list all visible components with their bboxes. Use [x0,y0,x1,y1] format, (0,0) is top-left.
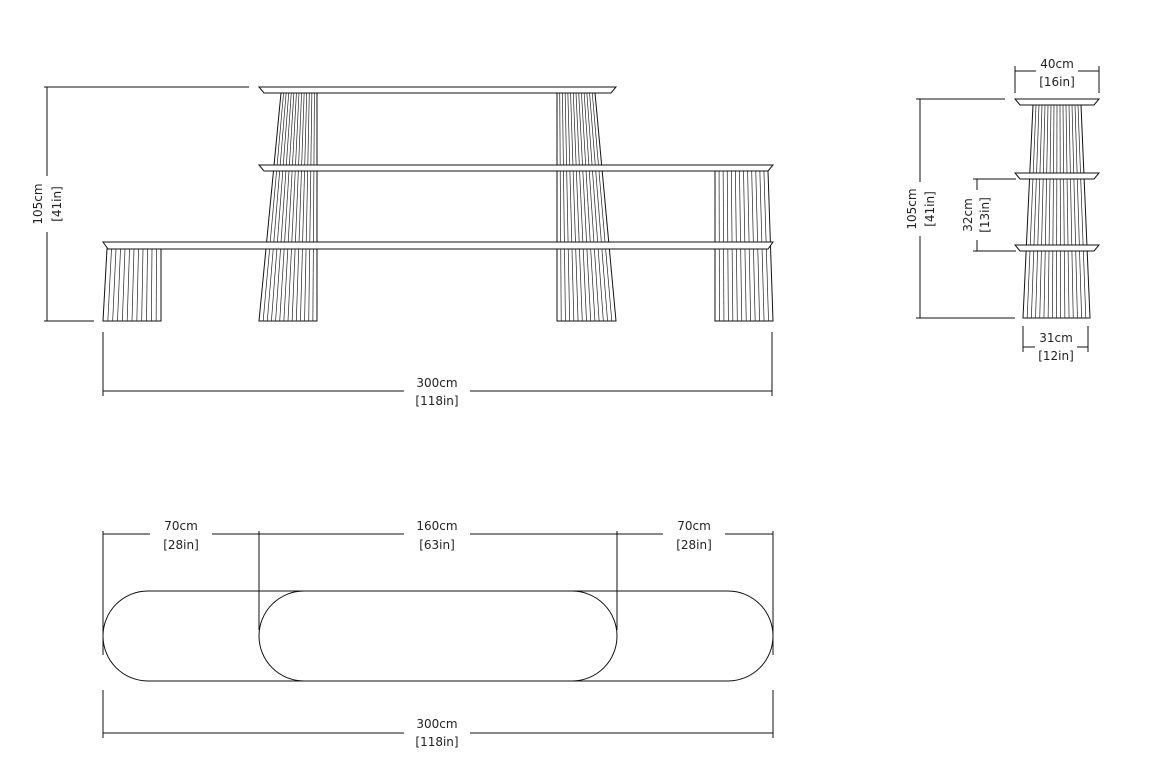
plan-view: 70cm [28in] 160cm [63in] 70cm [28in] 300… [102,516,774,753]
side-base-width-dimension: 31cm [12in] [1022,326,1089,365]
leg-right-tall [556,92,617,322]
side-shelf-gap-dimension: 32cm [13in] [961,178,1016,252]
side-top-width-in: [16in] [1039,75,1075,89]
plan-right-cm: 70cm [677,519,711,533]
plan-right-in: [28in] [676,538,712,552]
plan-middle-in: [63in] [419,538,455,552]
front-height-dimension: 105cm [41in] [30,86,249,322]
front-legs [102,92,774,322]
front-width-dimension: 300cm [118in] [102,332,773,411]
plan-total-in: [118in] [415,735,458,749]
side-bottom-shelf [1013,244,1101,252]
side-height-in: [41in] [923,191,937,227]
plan-total-cm: 300cm [416,717,457,731]
middle-shelf [257,164,775,172]
side-base-width-in: [12in] [1038,349,1074,363]
plan-left-cm: 70cm [164,519,198,533]
plan-left-in: [28in] [163,538,199,552]
front-height-cm: 105cm [31,183,45,224]
side-view: 40cm [16in] 105cm [41in] 32cm [13in] [904,55,1101,365]
front-width-cm: 300cm [416,376,457,390]
leg-left-tall [258,92,318,322]
side-height-cm: 105cm [905,188,919,229]
bottom-shelf [102,241,774,250]
side-top-width-cm: 40cm [1040,57,1074,71]
side-base-width-cm: 31cm [1039,331,1073,345]
leg-far-left [102,248,162,322]
front-height-in: [41in] [50,186,64,222]
side-top-width-dimension: 40cm [16in] [1014,55,1100,93]
top-shelf [257,86,618,94]
plan-middle-cm: 160cm [416,519,457,533]
side-column [1022,104,1091,319]
side-middle-shelf [1013,172,1101,180]
side-height-dimension: 105cm [41in] [904,98,1015,319]
front-view: 105cm [41in] 300cm [118in] [30,86,775,411]
side-shelf-gap-cm: 32cm [961,198,975,232]
plan-right-shelf [258,590,774,682]
front-width-in: [118in] [415,394,458,408]
side-shelf-gap-in: [13in] [978,197,992,233]
side-top-shelf [1013,98,1101,106]
plan-left-shelf-overlap-edge [571,590,618,682]
side-column-body [1022,104,1091,319]
